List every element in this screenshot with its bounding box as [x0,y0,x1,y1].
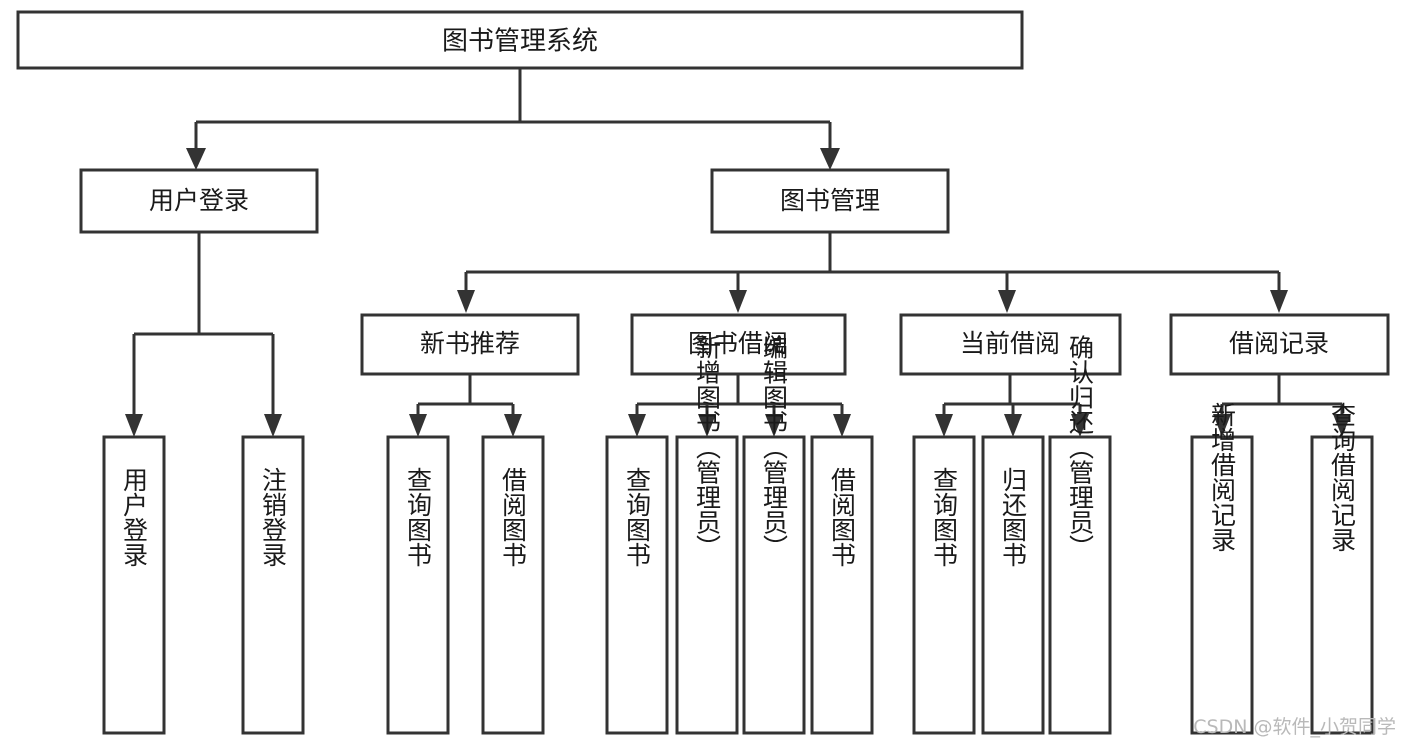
node-leaf-edit-book[interactable]: 编辑图书（管理员） [742,335,806,735]
arrow-head-leaf-query-book-1 [409,414,427,437]
node-leaf-query-book-1-label: 查询图书 [404,467,433,567]
node-user-login-label: 用户登录 [149,186,249,215]
arrow-head-current-borrow [998,290,1016,313]
watermark: CSDN @软件_小贺同学 [1193,716,1396,738]
arrow-head-borrow-record [1270,290,1288,313]
node-leaf-logout-login-label: 注销登录 [259,467,288,567]
node-leaf-confirm-return-label: 确认归还（管理员） [1066,335,1095,560]
arrow-head-leaf-confirm-return [1071,414,1089,437]
node-leaf-edit-book-box[interactable] [742,435,806,735]
node-borrow-record-box[interactable] [1169,313,1390,376]
node-leaf-borrow-book-2-box[interactable] [810,435,874,735]
node-book-manage-box[interactable] [710,168,950,234]
node-leaf-borrow-book-1-box[interactable] [481,435,545,735]
node-current-borrow-box[interactable] [899,313,1122,376]
node-leaf-add-book[interactable]: 新增图书（管理员） [675,335,739,735]
arrow-head-leaf-query-book-2 [628,414,646,437]
node-leaf-query-book-3-label: 查询图书 [930,467,959,567]
arrow-head-leaf-logout-login [264,414,282,437]
node-book-manage[interactable]: 图书管理 [710,168,950,234]
node-leaf-edit-book-label: 编辑图书（管理员） [760,335,789,560]
arrow-head-leaf-user-login [125,414,143,437]
node-book-borrow[interactable]: 图书借阅 [630,313,847,376]
node-current-borrow[interactable]: 当前借阅 [899,313,1122,376]
node-leaf-query-book-3-box[interactable] [912,435,976,735]
node-leaf-borrow-book-1-label: 借阅图书 [499,467,528,567]
node-leaf-return-book[interactable]: 归还图书 [981,435,1045,735]
node-borrow-record-label: 借阅记录 [1229,329,1329,358]
arrow-head-leaf-edit-book [765,414,783,437]
arrow-head-leaf-return-book [1004,414,1022,437]
node-leaf-query-record-label: 查询借阅记录 [1328,402,1357,552]
node-leaf-add-book-box[interactable] [675,435,739,735]
arrow-head-leaf-query-book-3 [935,414,953,437]
node-user-login[interactable]: 用户登录 [79,168,319,234]
node-leaf-logout-login[interactable]: 注销登录 [241,435,305,735]
node-leaf-borrow-book-2-label: 借阅图书 [828,467,857,567]
node-leaf-add-record[interactable]: 新增借阅记录 [1190,402,1254,735]
node-leaf-user-login[interactable]: 用户登录 [102,435,166,735]
arrow-head-leaf-add-record [1213,414,1231,437]
arrow-head-new-book-recommend [457,290,475,313]
node-leaf-confirm-return-box[interactable] [1048,435,1112,735]
arrow-head-leaf-borrow-book-2 [833,414,851,437]
node-book-borrow-box[interactable] [630,313,847,376]
arrow-head-book-manage [820,148,840,170]
node-leaf-query-record[interactable]: 查询借阅记录 [1310,402,1374,735]
node-leaf-logout-login-box[interactable] [241,435,305,735]
node-book-manage-label: 图书管理 [780,186,880,215]
node-root-label: 图书管理系统 [442,27,598,57]
arrow-head-user-login [186,148,206,170]
node-leaf-user-login-label: 用户登录 [120,467,149,567]
node-leaf-confirm-return[interactable]: 确认归还（管理员） [1048,335,1112,735]
node-leaf-add-record-box[interactable] [1190,435,1254,735]
node-leaf-query-book-2-box[interactable] [605,435,669,735]
node-user-login-box[interactable] [79,168,319,234]
node-leaf-add-record-label: 新增借阅记录 [1208,402,1237,552]
node-leaf-return-book-label: 归还图书 [999,467,1028,567]
arrow-head-leaf-query-record [1333,414,1351,437]
node-current-borrow-label: 当前借阅 [960,329,1060,358]
node-leaf-borrow-book-2[interactable]: 借阅图书 [810,435,874,735]
node-leaf-borrow-book-1[interactable]: 借阅图书 [481,435,545,735]
node-leaf-query-book-2[interactable]: 查询图书 [605,435,669,735]
arrow-head-leaf-borrow-book-1 [504,414,522,437]
node-leaf-query-book-1-box[interactable] [386,435,450,735]
node-leaf-query-book-1[interactable]: 查询图书 [386,435,450,735]
connector-group [125,68,1351,437]
node-leaf-user-login-box[interactable] [102,435,166,735]
node-new-book-recommend[interactable]: 新书推荐 [360,313,580,376]
node-leaf-query-record-box[interactable] [1310,435,1374,735]
arrow-head-leaf-add-book [698,414,716,437]
node-leaf-add-book-label: 新增图书（管理员） [693,335,722,560]
node-book-borrow-label: 图书借阅 [688,329,788,358]
node-new-book-recommend-box[interactable] [360,313,580,376]
node-root-box[interactable] [16,10,1024,70]
node-root[interactable]: 图书管理系统 [16,10,1024,70]
node-leaf-query-book-2-label: 查询图书 [623,467,652,567]
arrow-head-book-borrow [729,290,747,313]
node-borrow-record[interactable]: 借阅记录 [1169,313,1390,376]
node-new-book-recommend-label: 新书推荐 [420,329,520,358]
node-leaf-return-book-box[interactable] [981,435,1045,735]
node-leaf-query-book-3[interactable]: 查询图书 [912,435,976,735]
